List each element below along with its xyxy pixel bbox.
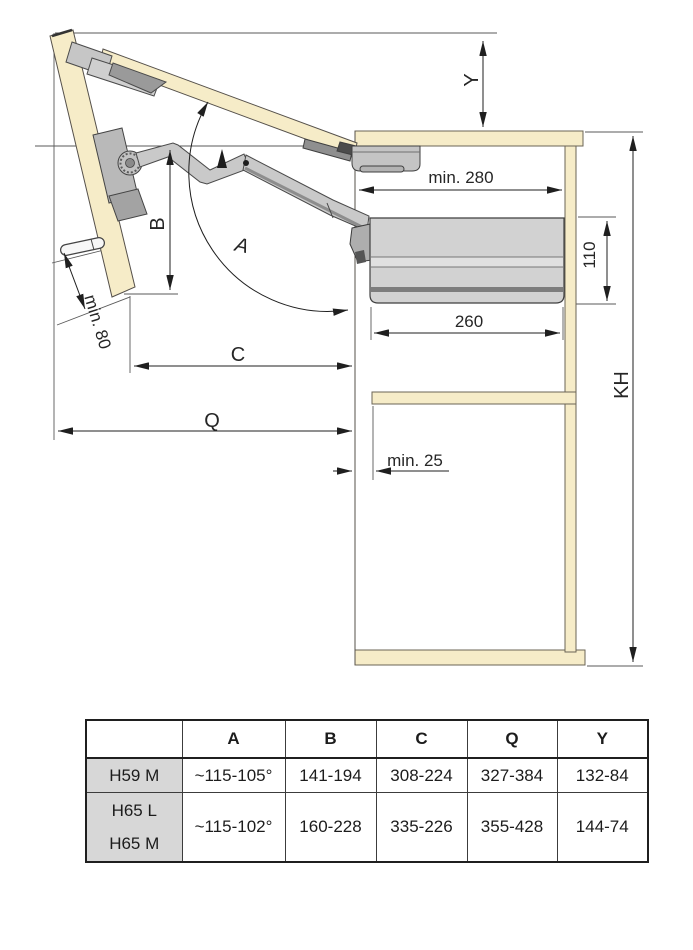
cell-h59m-c: 308-224 xyxy=(375,757,468,793)
dim-label-110: 110 xyxy=(580,241,599,268)
dim-label-min25: min. 25 xyxy=(387,451,443,470)
bottom-panel xyxy=(354,649,586,666)
door-knob xyxy=(60,237,105,256)
dim-label-y: Y xyxy=(461,73,483,86)
arm-shadow-line xyxy=(244,166,367,231)
header-empty xyxy=(85,719,183,759)
cell-h65-a: ~115-102° xyxy=(181,792,286,863)
dim-label-kh: KH xyxy=(611,371,633,399)
dim-label-min80: min. 80 xyxy=(80,292,114,351)
dim-label-b: B xyxy=(147,217,169,230)
dim-label-q: Q xyxy=(204,410,220,432)
extension-lines xyxy=(35,32,643,667)
table-row-h65: H65 L H65 M ~115-102° 160-228 335-226 35… xyxy=(85,792,649,863)
arm-pointer xyxy=(217,149,227,168)
dim-label-a: A xyxy=(232,234,251,259)
cabinet-carcass xyxy=(354,130,586,666)
top-panel xyxy=(354,130,584,147)
door-edge-cap xyxy=(51,28,73,38)
table-header-row: A B C Q Y xyxy=(85,719,649,759)
dimension-lines xyxy=(58,41,637,662)
row-label-h65: H65 L H65 M xyxy=(85,792,183,863)
dim-label-min280: min. 280 xyxy=(428,168,493,187)
cell-h59m-b: 141-194 xyxy=(284,757,377,793)
dim-label-c: C xyxy=(231,344,245,366)
row-label-h59m: H59 M xyxy=(85,757,183,793)
arm-link xyxy=(135,142,251,185)
row-label-h65l: H65 L xyxy=(111,801,157,820)
mounting-foot xyxy=(108,188,148,222)
cell-h65-b: 160-228 xyxy=(284,792,377,863)
cell-h59m-a: ~115-105° xyxy=(181,757,286,793)
technical-diagram: Y min. 280 110 260 B A C Q min. 25 KH mi… xyxy=(35,28,643,667)
cell-h65-y: 144-74 xyxy=(556,792,649,863)
cell-h65-q: 355-428 xyxy=(466,792,558,863)
header-q: Q xyxy=(466,719,558,759)
cell-h65-c: 335-226 xyxy=(375,792,468,863)
dim-label-260: 260 xyxy=(455,312,483,331)
dimension-spec-table: A B C Q Y H59 M ~115-105° 141-194 308-22… xyxy=(85,719,649,863)
opening-angle-arc xyxy=(188,101,349,316)
upper-door-panel xyxy=(99,48,358,158)
arm-pivot-rivet xyxy=(243,160,249,166)
header-a: A xyxy=(181,719,286,759)
bracket-hook xyxy=(355,250,366,264)
header-c: C xyxy=(375,719,468,759)
header-b: B xyxy=(284,719,377,759)
cell-h59m-y: 132-84 xyxy=(556,757,649,793)
back-panel-lower xyxy=(564,403,577,653)
header-y: Y xyxy=(556,719,649,759)
table-row-h59m: H59 M ~115-105° 141-194 308-224 327-384 … xyxy=(85,757,649,793)
row-label-h65m: H65 M xyxy=(109,834,160,853)
shelf xyxy=(371,391,577,405)
back-panel-upper xyxy=(564,145,577,393)
lift-unit-housing xyxy=(369,217,565,304)
dim-line-min80 xyxy=(63,252,86,310)
cell-h59m-q: 327-384 xyxy=(466,757,558,793)
centre-hinge xyxy=(65,41,168,97)
